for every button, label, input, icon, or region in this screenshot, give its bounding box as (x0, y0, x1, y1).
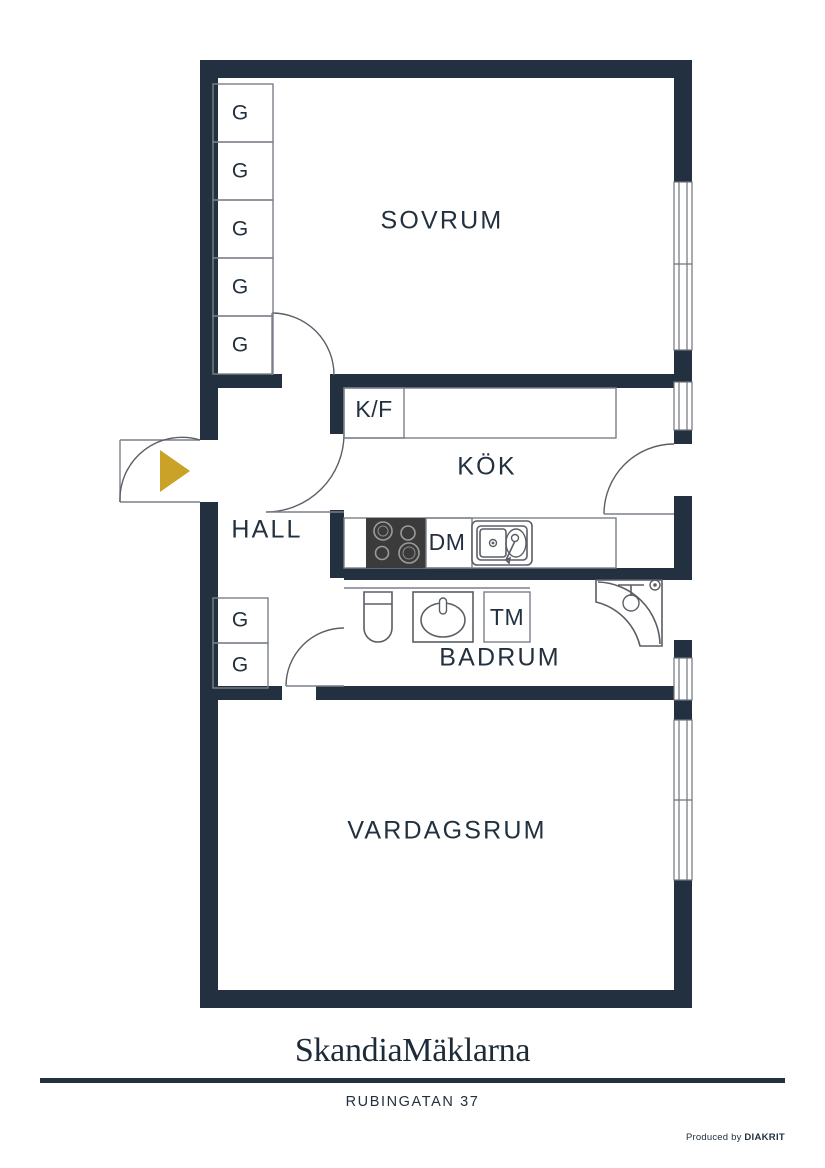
doors (119, 312, 675, 687)
kitchen-sink-icon (471, 520, 533, 566)
closet-label: G (232, 609, 248, 632)
closet-label: G (232, 276, 248, 299)
brand-logo-text: SkandiaMäklarna (294, 1032, 531, 1069)
room-labels: SOVRUM KÖK HALL BADRUM VARDAGSRUM (231, 207, 561, 845)
produced-by-brand: DIAKRIT (744, 1132, 785, 1143)
closet-label: G (232, 654, 248, 677)
brand-divider (40, 1078, 785, 1083)
closet-label: G (232, 160, 248, 183)
door-bathroom (285, 627, 345, 687)
closet-label: G (232, 102, 248, 125)
property-address: RUBINGATAN 37 (345, 1094, 480, 1110)
windows (673, 181, 693, 881)
kitchen-fixtures: K/F DM (343, 387, 617, 569)
door-kitchen-exterior (603, 443, 675, 515)
toilet-icon (363, 591, 393, 643)
dishwasher-label: DM (429, 529, 466, 555)
produced-by-prefix: Produced by (685, 1132, 745, 1143)
room-label-sovrum: SOVRUM (381, 207, 504, 235)
fridge-freezer-label: K/F (355, 396, 392, 422)
interior-walls (200, 374, 692, 700)
exterior-walls (200, 60, 692, 1008)
bathroom-fixtures: TM (344, 579, 663, 647)
washing-machine-label: TM (490, 604, 524, 630)
window-bathroom (673, 657, 693, 701)
wash-basin-icon (412, 591, 474, 643)
footer: SkandiaMäklarna RUBINGATAN 37 Produced b… (0, 1020, 825, 1168)
stove-icon (366, 518, 426, 568)
room-label-badrum: BADRUM (439, 644, 561, 672)
closet-label: G (232, 334, 248, 357)
room-label-kok: KÖK (457, 453, 516, 481)
window-bedroom (673, 181, 693, 351)
room-label-vardagsrum: VARDAGSRUM (347, 817, 546, 845)
shower-icon (595, 579, 663, 647)
window-living-room (673, 719, 693, 881)
door-bedroom (271, 312, 335, 376)
closet-label: G (232, 218, 248, 241)
produced-by-credit: Produced by DIAKRIT (686, 1132, 785, 1143)
room-label-hall: HALL (231, 516, 302, 544)
window-kitchen (673, 381, 693, 431)
door-kitchen (265, 433, 345, 513)
entrance-arrow-icon (160, 450, 190, 492)
closet-column-bedroom: G G G G G (212, 83, 274, 375)
entrance-door (119, 436, 201, 503)
closet-column-hall: G G (212, 597, 269, 689)
